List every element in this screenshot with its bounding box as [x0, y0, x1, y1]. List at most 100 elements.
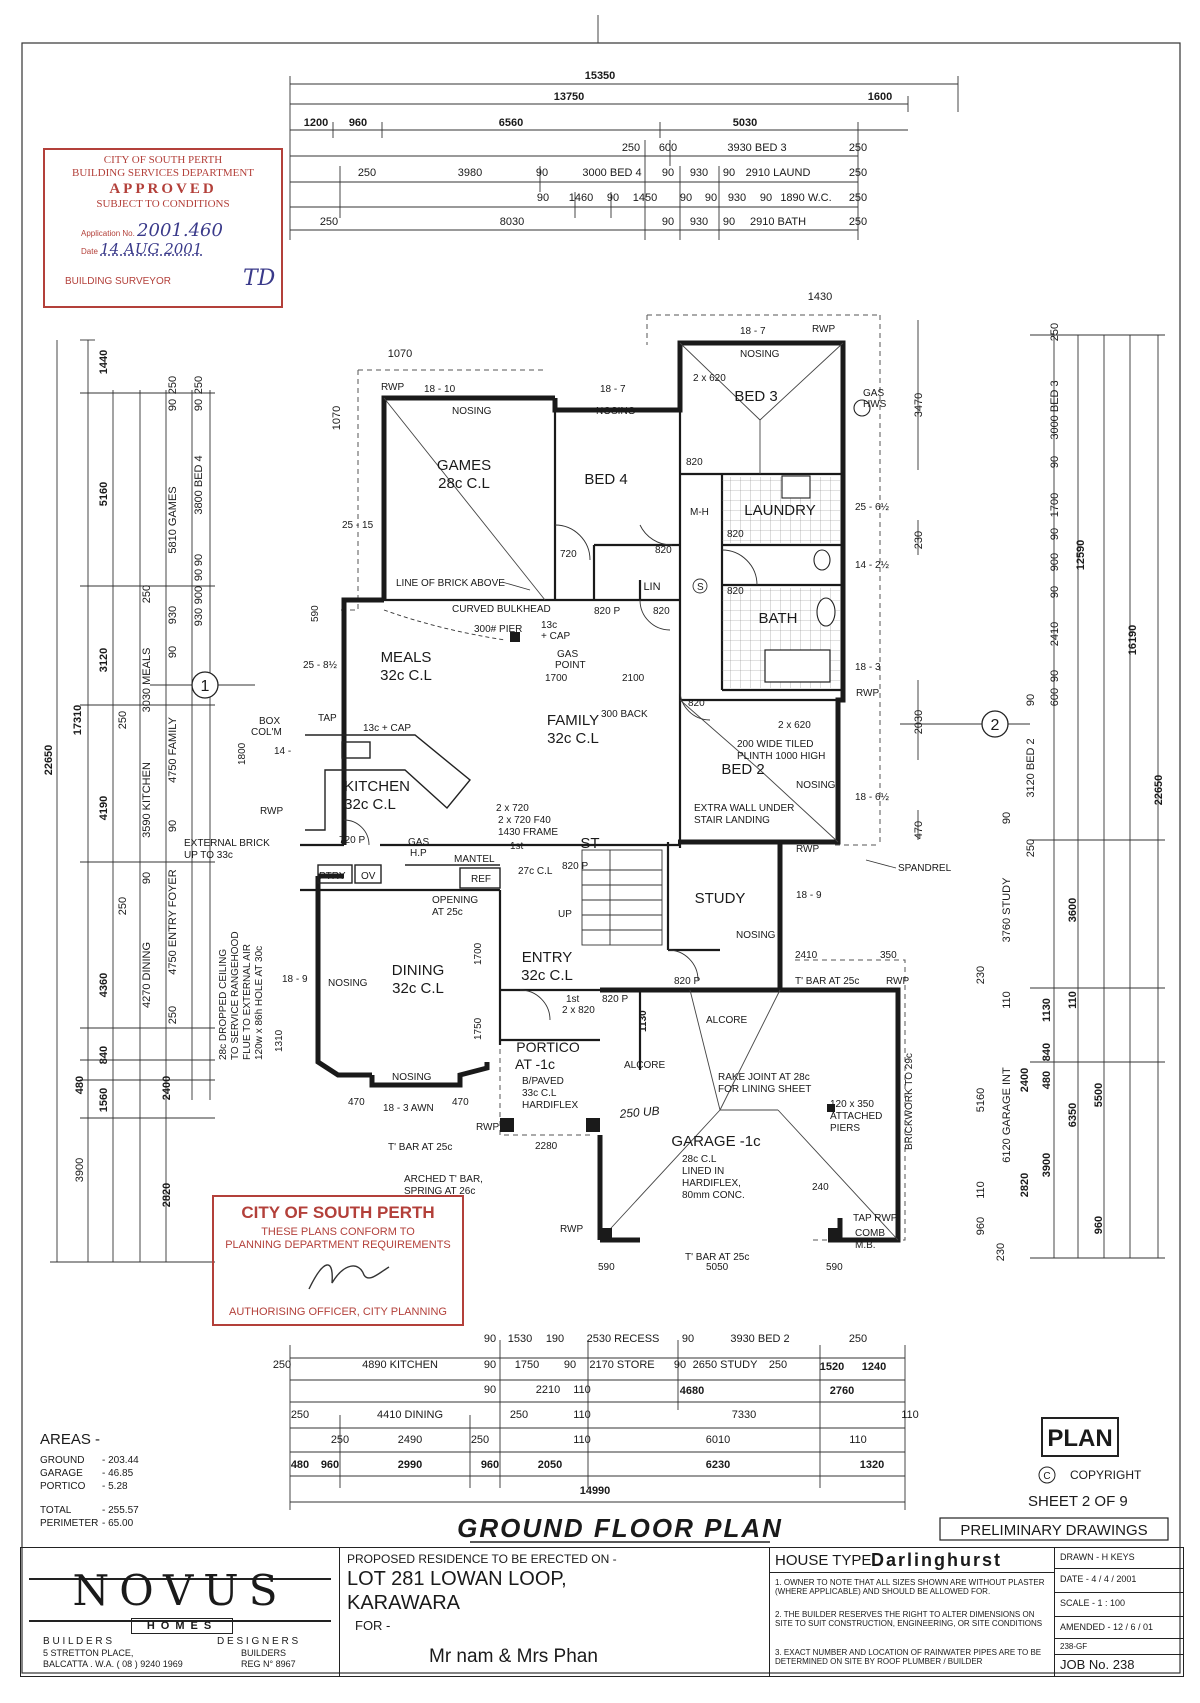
curved-bulkhead-label: CURVED BULKHEAD	[452, 604, 551, 615]
plan-annotations: RWP RWP RWP RWP RWP RWP RWP RWP NOSING N…	[184, 324, 952, 1273]
copyright-label: COPYRIGHT	[1070, 1468, 1142, 1482]
dim: 3000 BED 4	[582, 167, 641, 179]
opening-dim: 820	[653, 606, 670, 617]
cap-label: 13c	[541, 620, 557, 631]
house-type: Darlinghurst	[871, 1550, 1003, 1570]
opening-dim: 820 P	[602, 994, 628, 1005]
room-study-label: STUDY	[695, 890, 746, 907]
dim: 1700	[1049, 493, 1061, 517]
plan-badge-text: PLAN	[1047, 1425, 1112, 1452]
awning-label: 18 - 3 AWN	[383, 1103, 434, 1114]
dim: 230	[913, 531, 925, 549]
gas-point-label: GAS	[557, 649, 578, 660]
dim: 90	[723, 216, 735, 228]
opening-dim: 820	[727, 586, 744, 597]
course-label: 25 - 15	[342, 520, 374, 531]
dim: 5160	[975, 1088, 987, 1112]
drawing-title: GROUND FLOOR PLAN	[457, 1513, 783, 1543]
rwp-label: RWP	[560, 1224, 583, 1235]
dim: 1430	[808, 291, 832, 303]
dim: 90	[193, 569, 205, 581]
drawing-date: DATE - 4 / 4 / 2001	[1060, 1574, 1137, 1584]
builder-logo-cell: NOVUS HOMES B U I L D E R S D E S I G N …	[21, 1548, 340, 1676]
course-label: 18 - 7	[600, 384, 626, 395]
sheet-border	[21, 42, 1181, 1674]
room-bed2-label: BED 2	[721, 761, 764, 778]
piers-label: 120 x 350	[830, 1099, 874, 1110]
arched-label: ARCHED T' BAR,	[404, 1174, 483, 1185]
top-dimension-labels: 15350 13750 1600 1200 960 6560 5030 250 …	[304, 70, 892, 430]
arched-label: SPRING AT 26c	[404, 1186, 475, 1197]
dim: 6010	[706, 1434, 730, 1446]
dim-overall-bottom: 14990	[580, 1485, 611, 1497]
drawn-by: DRAWN - H KEYS	[1060, 1552, 1135, 1562]
opening-dim: 240	[812, 1182, 829, 1193]
signature-mark	[308, 1264, 390, 1290]
dim: 250	[1049, 323, 1061, 341]
dim: 8030	[500, 216, 524, 228]
dim: 250	[358, 167, 376, 179]
dim: 5160	[98, 482, 110, 506]
dim: 110	[975, 1181, 987, 1199]
portico-note: 33c C.L	[522, 1088, 557, 1099]
dim: 2650 STUDY	[693, 1359, 758, 1371]
nosing-label: NOSING	[796, 780, 836, 791]
copyright-icon	[1038, 1466, 1056, 1484]
planning-stamp-line: PLANNING DEPARTMENT REQUIREMENTS	[225, 1239, 451, 1251]
right-dimension-lines	[917, 320, 1165, 1259]
stamp-line: CITY OF SOUTH PERTH	[103, 154, 223, 166]
room-family-label: FAMILY	[547, 712, 599, 729]
bottom-dimension-lines	[289, 1340, 906, 1510]
dim: 90	[167, 399, 179, 411]
dim: 1460	[569, 192, 593, 204]
frame-label: 1430 FRAME	[498, 827, 558, 838]
rwp-label: RWP	[796, 844, 819, 855]
dim: 1530	[508, 1333, 532, 1345]
box-column-label: BOX	[259, 716, 280, 727]
dropped-ceiling-note: 28c DROPPED CEILING	[218, 949, 229, 1060]
tap-rwp-label: TAP RWP	[853, 1213, 898, 1224]
dim: 22650	[43, 745, 55, 776]
section-marker-1	[191, 671, 219, 699]
door-swings	[343, 524, 758, 1021]
dim: 930	[193, 608, 205, 626]
nosing-label: NOSING	[452, 406, 492, 417]
opening-dim: 1800	[237, 742, 248, 765]
dim: 3470	[913, 393, 925, 417]
fridge-recess-label: REF	[471, 874, 491, 885]
gas-hp-label: H.P	[410, 848, 427, 859]
opening-dim: 350	[880, 950, 897, 961]
dim: 90	[536, 167, 548, 179]
room-meals-ceiling: 32c C.L	[380, 667, 432, 684]
dim: 2910 BATH	[750, 216, 806, 228]
title-block: NOVUS HOMES B U I L D E R S D E S I G N …	[20, 1547, 1184, 1677]
family-dim: 1700	[545, 673, 568, 684]
client-name: Mr nam & Mrs Phan	[429, 1646, 598, 1667]
dim: 16190	[1127, 625, 1139, 656]
opening-dim: 820 P	[674, 976, 700, 987]
left-dimension-lines	[50, 339, 215, 1263]
address-line: BALCATTA . W.A. ( 08 ) 9240 1969	[43, 1659, 183, 1669]
drawing-info-cell: DRAWN - H KEYS DATE - 4 / 4 / 2001 SCALE…	[1054, 1548, 1183, 1676]
dim: 2990	[398, 1459, 422, 1471]
opening-dim: 1700	[473, 942, 484, 965]
opening-label: OPENING	[432, 895, 478, 906]
opening-dim: 1310	[274, 1029, 285, 1052]
dim: 22650	[1153, 775, 1165, 806]
stamp-approved: APPROVED	[109, 181, 217, 197]
roof-outline	[340, 314, 906, 1241]
dim: 110	[573, 1409, 591, 1421]
dim: 4680	[680, 1385, 704, 1397]
opening-dim: 590	[826, 1262, 843, 1273]
dim: 900	[193, 586, 205, 604]
dim: 250	[471, 1434, 489, 1446]
sheet-number: SHEET 2 OF 9	[1028, 1493, 1128, 1510]
tbar-label: T' BAR AT 25c	[388, 1142, 452, 1153]
area-label: GARAGE	[40, 1468, 83, 1479]
dropped-ceiling-note: 120w x 86h HOLE AT 30c	[254, 946, 265, 1060]
room-bath-label: BATH	[759, 610, 798, 627]
section-label: 2	[991, 717, 1000, 734]
dim: 90	[193, 554, 205, 566]
dropped-ceiling-note: TO SERVICE RANGEHOOD	[230, 931, 241, 1060]
